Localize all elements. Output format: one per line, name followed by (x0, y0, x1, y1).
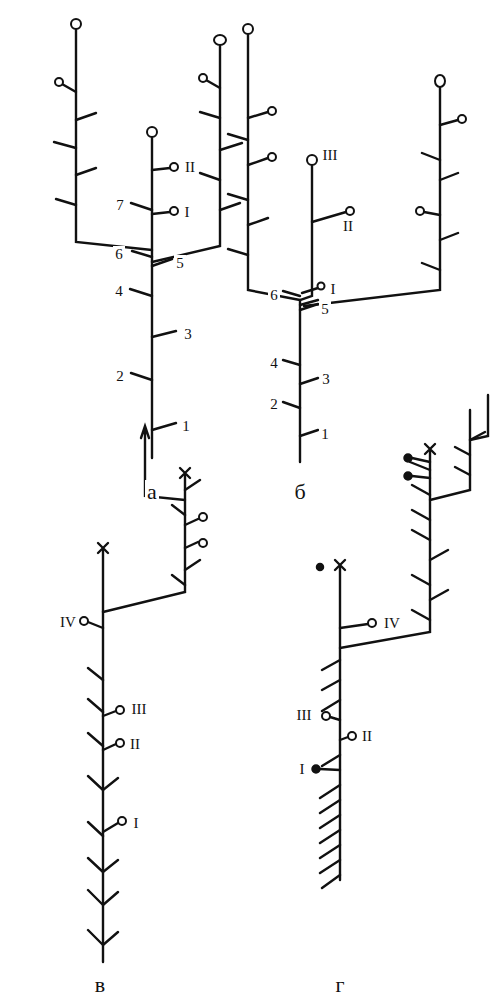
panel-letter: г (333, 973, 346, 997)
callout-number: 5 (174, 255, 186, 272)
callout-number: 6 (113, 246, 125, 263)
callout-number: 2 (114, 368, 126, 385)
callout-number: 4 (268, 355, 280, 372)
callout-number: 4 (113, 283, 125, 300)
callout-number: III (295, 707, 314, 724)
callout-number: I (132, 815, 141, 832)
callout-number: I (298, 761, 307, 778)
callout-number: II (360, 728, 374, 745)
callout-number: II (128, 736, 142, 753)
callout-number: IV (382, 615, 402, 632)
callout-number: 1 (180, 418, 192, 435)
callout-number: 2 (268, 396, 280, 413)
callout-number: 1 (319, 426, 331, 443)
panel-letter: в (93, 973, 107, 997)
callout-number: IV (58, 614, 78, 631)
panel-letter: а (145, 480, 159, 504)
callout-number: 5 (319, 301, 331, 318)
callout-number: II (183, 159, 197, 176)
panel-letter: б (292, 480, 307, 504)
callout-number: I (329, 281, 338, 298)
callout-number: 3 (320, 371, 332, 388)
callout-number: 7 (114, 197, 126, 214)
callout-number: 6 (268, 287, 280, 304)
callout-number: 3 (182, 326, 194, 343)
callout-number: III (130, 701, 149, 718)
callout-number: I (183, 204, 192, 221)
callout-number: III (321, 147, 340, 164)
callout-number: II (341, 218, 355, 235)
